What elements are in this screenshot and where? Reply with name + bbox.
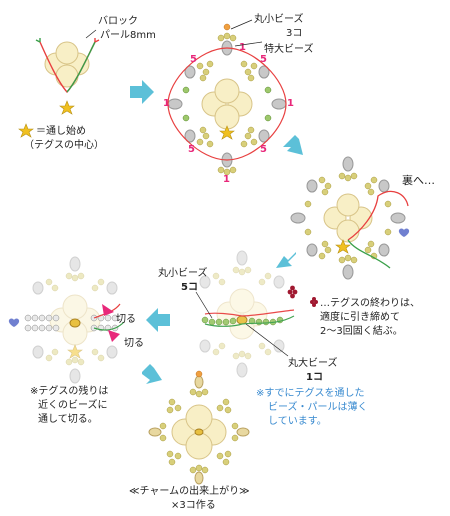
small-bead-count-2: 5コ: [181, 282, 198, 293]
extra-large-bead-label: 特大ビーズ: [264, 42, 314, 55]
scissor-mark-icon: [102, 304, 120, 342]
cut-label-1: 切る: [116, 313, 136, 325]
heart-icon: [398, 228, 410, 237]
start-legend-text: ＝通し始め （テグスの中心）: [24, 124, 104, 151]
step5-star-icon: [67, 344, 83, 359]
star-icon: [59, 100, 75, 115]
to-back-label: 裏へ…: [402, 173, 435, 187]
finished-charm: [148, 370, 250, 485]
blue-note-text: ※すでにテグスを通した ビーズ・パールは薄く しています。: [256, 386, 371, 427]
count-label: 5: [260, 54, 267, 65]
leftover-note-text: ※テグスの残りは 近くのビーズに 通して切る。: [30, 384, 112, 425]
make-count-text: ×3コ作る: [171, 499, 216, 511]
finished-caption: ≪チャームの出来上がり≫: [129, 484, 250, 497]
count-label: 5: [190, 54, 197, 65]
flow-arrow-3: [276, 252, 296, 268]
small-bead-count: 3コ: [286, 28, 302, 39]
flow-arrow-1: [130, 80, 154, 104]
count-label: 5: [188, 144, 195, 155]
flow-arrow-2: [283, 135, 303, 155]
step3-motif: [290, 156, 409, 280]
step3-star-icon: [335, 239, 351, 254]
small-bead-label: 丸小ビーズ: [254, 12, 304, 25]
count-label: 1: [223, 174, 230, 185]
count-label: 1: [239, 42, 246, 53]
count-label: 1: [287, 98, 294, 109]
large-bead-label: 丸大ビーズ: [288, 356, 338, 369]
clover-icon: [287, 285, 298, 299]
large-bead-count: 1コ: [306, 372, 323, 383]
star-legend-icon: [18, 123, 34, 138]
step5-heart-icon: [8, 318, 20, 327]
count-label: 1: [163, 98, 170, 109]
step1-pearl-cross: [35, 38, 100, 94]
baroque-pearl-label: バロック パール8mm: [98, 15, 156, 41]
step2-motif: [167, 23, 287, 176]
count-label: 5: [260, 144, 267, 155]
clover-icon: [310, 297, 318, 307]
step2-star-icon: [219, 125, 235, 140]
step4-motif: [199, 250, 295, 378]
end-note-text: …テグスの終わりは、 適度に引き締めて 2〜3回固く結ぶ。: [320, 296, 423, 337]
flow-arrow-4: [146, 308, 170, 332]
small-bead-label-2: 丸小ビーズ: [158, 266, 208, 279]
cut-label-2: 切る: [124, 337, 144, 349]
flow-arrow-5: [142, 364, 162, 384]
step5-motif: [24, 256, 125, 384]
